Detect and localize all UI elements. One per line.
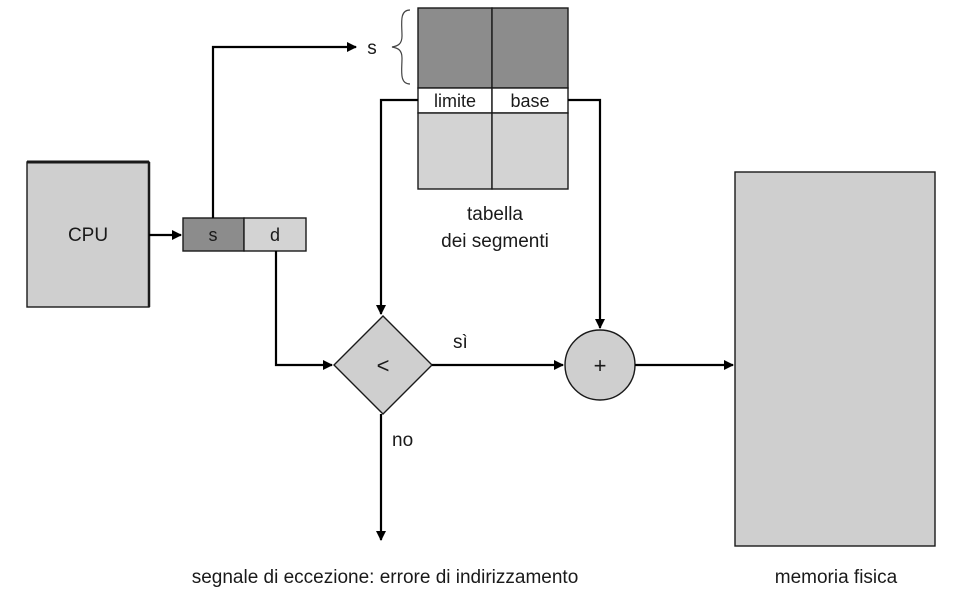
table-s-label: s <box>367 38 377 59</box>
no-label: no <box>392 430 413 451</box>
yes-label: sì <box>453 332 468 353</box>
address-d-cell <box>243 217 307 252</box>
trap-caption: segnale di eccezione: errore di indirizz… <box>192 567 579 588</box>
memory-caption: memoria fisica <box>775 567 898 588</box>
adder-symbol: + <box>594 353 607 378</box>
compare-symbol: < <box>377 353 390 378</box>
limit-to-compare-arrow <box>376 98 418 315</box>
s-to-table-arrow <box>211 42 357 218</box>
compare-diamond: < <box>333 315 433 415</box>
table-header-base: base <box>510 91 549 111</box>
adder-circle: + <box>564 329 636 401</box>
address-d-label: d <box>270 225 280 245</box>
base-to-adder-arrow <box>568 98 605 329</box>
table-caption-line2: dei segmenti <box>441 231 549 252</box>
table-header-limite: limite <box>434 91 476 111</box>
cpu-box: CPU <box>26 160 151 308</box>
table-caption-line1: tabella <box>467 204 523 225</box>
table-s-brace: s <box>367 9 411 85</box>
cpu-label: CPU <box>68 225 108 246</box>
segment-table: limite base <box>417 7 569 190</box>
d-to-compare-arrow <box>274 251 333 370</box>
logical-address: s d <box>182 217 307 252</box>
physical-memory: memoria fisica <box>734 171 936 588</box>
address-s-label: s <box>209 225 218 245</box>
connections <box>149 42 734 541</box>
